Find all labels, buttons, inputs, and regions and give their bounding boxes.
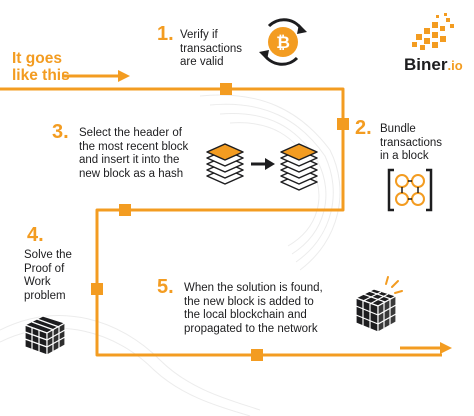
intro-heading: It goes like this xyxy=(12,50,70,84)
brand-name: Biner.io xyxy=(404,56,463,75)
bundle-block-icon xyxy=(387,168,433,212)
step-1-line-3: are valid xyxy=(180,56,224,68)
step-3-number: 3. xyxy=(52,121,69,143)
step-3-line-2: the most recent block xyxy=(79,140,189,153)
step-5-number: 5. xyxy=(157,276,174,298)
step-1-text: Verify if transactions are valid xyxy=(180,29,242,70)
step-2-number: 2. xyxy=(355,117,372,139)
step-4-number: 4. xyxy=(27,224,44,246)
svg-text:₿: ₿ xyxy=(276,33,290,52)
stack-to-block-icon xyxy=(206,143,318,191)
step-5-line-2: the new block is added to xyxy=(184,295,314,308)
marker-step-2 xyxy=(337,118,349,130)
step-5-line-4: propagated to the network xyxy=(184,322,318,335)
marker-step-1 xyxy=(220,83,232,95)
step-2-text: Bundle transactions in a block xyxy=(380,123,442,164)
step-3-text: Select the header of the most recent blo… xyxy=(79,127,188,181)
biner-logo-icon xyxy=(412,13,454,50)
step-4-line-4: problem xyxy=(24,289,66,302)
marker-step-5 xyxy=(251,349,263,361)
puzzle-cube-icon xyxy=(23,315,67,357)
step-2-line-3: in a block xyxy=(380,150,429,162)
step-4-line-3: Work xyxy=(24,276,51,288)
step-1-line-2: transactions xyxy=(180,42,243,55)
solved-cube-icon xyxy=(354,276,403,334)
step-3-line-1: Select the header of xyxy=(79,127,182,139)
step-4-text: Solve the Proof of Work problem xyxy=(24,249,72,303)
step-2-line-2: transactions xyxy=(380,136,443,149)
step-5-line-1: When the solution is found, xyxy=(184,282,323,294)
step-1-number: 1. xyxy=(157,23,174,45)
step-1-line-1: Verify if xyxy=(180,29,218,41)
step-5-text: When the solution is found, the new bloc… xyxy=(184,282,323,336)
step-4-line-1: Solve the xyxy=(24,249,72,261)
intro-line-1: It goes xyxy=(12,50,62,67)
step-4-line-2: Proof of xyxy=(24,262,65,275)
bitcoin-cycle-icon: ₿ xyxy=(259,18,307,66)
step-3-line-4: new block as a hash xyxy=(79,167,184,180)
marker-step-3 xyxy=(119,204,131,216)
intro-line-2: like this xyxy=(12,67,70,84)
step-5-line-3: the local blockchain and xyxy=(184,309,307,321)
step-3-line-3: and insert it into the xyxy=(79,154,180,166)
step-2-line-1: Bundle xyxy=(380,123,416,135)
brand-name-main: Biner xyxy=(404,55,448,74)
brand-name-suffix: .io xyxy=(447,58,463,73)
marker-step-4 xyxy=(91,283,103,295)
